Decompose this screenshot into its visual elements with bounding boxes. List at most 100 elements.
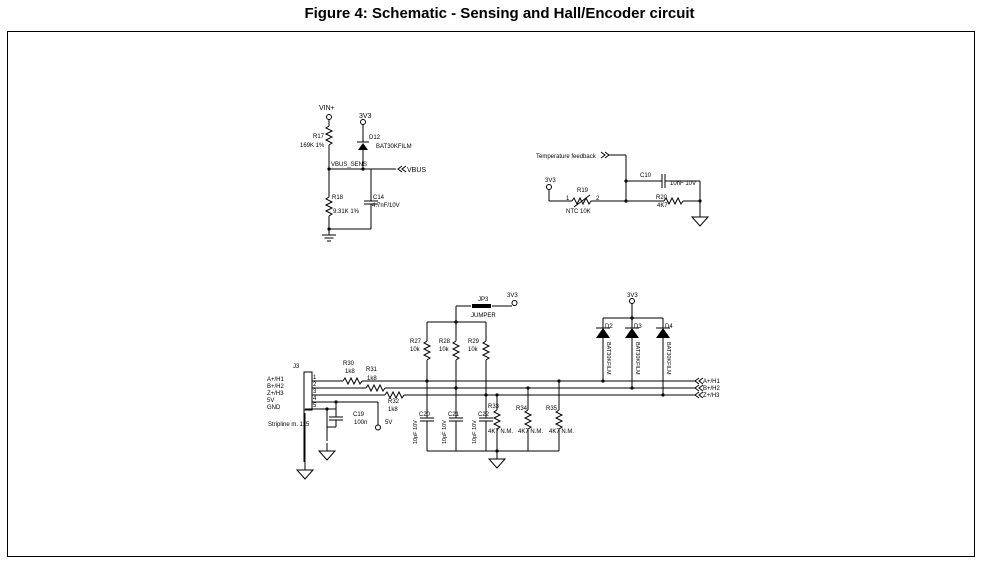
j3-pin-label-1: A+/H1 [267,377,285,383]
hall-encoder-section: J3 Stripline m. 1x5 A+/H1 B+/H2 Z+/H3 5V… [267,293,721,480]
r19-ref: R19 [577,188,589,194]
j3-ref: J3 [293,364,300,370]
j3-pin-num-2: 2 [313,382,317,388]
v3v3-label-ntc: 3V3 [545,178,556,184]
d12-value: BAT30KFILM [376,144,412,150]
r32-ref: R32 [388,399,400,405]
vbus-port-icon [397,165,407,173]
r19-pin2: 2 [596,196,600,202]
d3-diode [625,328,639,338]
jp3-value: JUMPER [471,313,496,319]
r33-resistor [492,409,502,430]
r29-ref: R29 [468,339,480,345]
j3-pin-label-2: B+/H2 [267,384,285,390]
j3-pin-num-4: 4 [313,396,317,402]
r17-ref: R17 [313,134,325,140]
c21-ref: C21 [448,412,460,418]
d2-ref: D2 [605,324,613,330]
r18-ref: R18 [332,195,344,201]
j3-value: Stripline m. 1x5 [268,422,310,428]
temperature-port-label: Temperature feedback [536,154,597,160]
r17-resistor [324,125,334,146]
v3v3-label-diodes: 3V3 [627,293,638,299]
j3-pin-num-1: 1 [313,375,317,381]
r18-value: 9.31K 1% [333,209,360,215]
j3-connector [303,371,313,411]
ground-icon [321,228,337,242]
v3v3-label-jp3: 3V3 [507,293,518,299]
c14-value: 4.7nF/10V [372,203,400,209]
port-icon-z [694,391,704,399]
c10-ref: C10 [640,173,652,179]
r17-value: 169K 1% [300,143,325,149]
d12-ref: D12 [369,135,381,141]
r20-ref: R20 [656,195,668,201]
r29-value: 10k [468,347,479,353]
j3-pin-label-3: Z+/H3 [267,391,284,397]
r30-value: 1k8 [345,369,355,375]
r28-ref: R28 [439,339,451,345]
c14-ref: C14 [373,195,385,201]
d12-diode [358,143,368,150]
j3-pin-label-4: 5V [267,398,274,404]
vbus-sense-section: VIN+ R17 169K 1% R18 9.31K 1% 3V3 D12 BA… [300,105,426,242]
r31-value: 1k8 [367,376,377,382]
d2-diode [596,328,610,338]
j3-pin-label-5: GND [267,405,281,411]
r19-pin1: 1 [566,196,570,202]
c10-value: 10nF 10V [670,181,696,187]
c19-value: 100n [354,420,367,426]
c20-ref: C20 [419,412,431,418]
r28-resistor [451,340,461,361]
r30-resistor [342,376,363,386]
figure-frame [7,31,975,557]
r35-ref: R35 [546,406,558,412]
port-label-z: Z+/H3 [703,393,720,399]
r32-value: 1k8 [388,407,398,413]
r27-ref: R27 [410,339,422,345]
r34-value: 4K7 N.M. [518,429,543,435]
r30-ref: R30 [343,361,355,367]
d3-value: BAT30KFILM [634,342,640,375]
vbus-sens-net: VBUS_SENS [331,162,367,168]
d4-diode [656,328,670,338]
c20-value: 10pF 10V [413,420,419,444]
r20-resistor [663,196,684,206]
d3-ref: D3 [634,324,642,330]
c22-value: 10pF 10V [472,420,478,444]
d4-value: BAT30KFILM [665,342,671,375]
port-icon-b [694,384,704,392]
figure-title: Figure 4: Schematic - Sensing and Hall/E… [304,5,695,22]
r35-resistor [554,409,564,430]
v5-label: 5V [385,420,392,426]
ground-icon [296,461,314,480]
temperature-port-icon [600,151,610,159]
d4-ref: D4 [665,324,673,330]
vbus-port-label: VBUS [407,167,426,174]
r33-value: 4K7 N.M. [488,429,513,435]
r34-ref: R34 [516,406,528,412]
port-label-a: A+/H1 [703,379,721,385]
r27-resistor [422,340,432,361]
d2-value: BAT30KFILM [605,342,611,375]
r27-value: 10k [410,347,421,353]
r29-resistor [481,340,491,361]
c22-ref: C22 [478,412,490,418]
ground-icon [691,208,709,227]
r32-resistor [384,390,405,400]
r18-resistor [324,196,334,217]
j3-pin-num-3: 3 [313,389,317,395]
r19-value: NTC 10K [566,209,591,215]
jp3-ref: JP3 [478,297,489,303]
r31-ref: R31 [366,367,378,373]
c19-ref: C19 [353,412,365,418]
port-icon-a [694,377,704,385]
r20-value: 4K7 [657,203,668,209]
j3-pin-num-5: 5 [313,403,317,409]
r28-value: 10k [439,347,450,353]
r34-resistor [523,409,533,430]
r33-ref: R33 [488,404,500,410]
ground-icon [318,442,336,461]
port-label-b: B+/H2 [703,386,721,392]
